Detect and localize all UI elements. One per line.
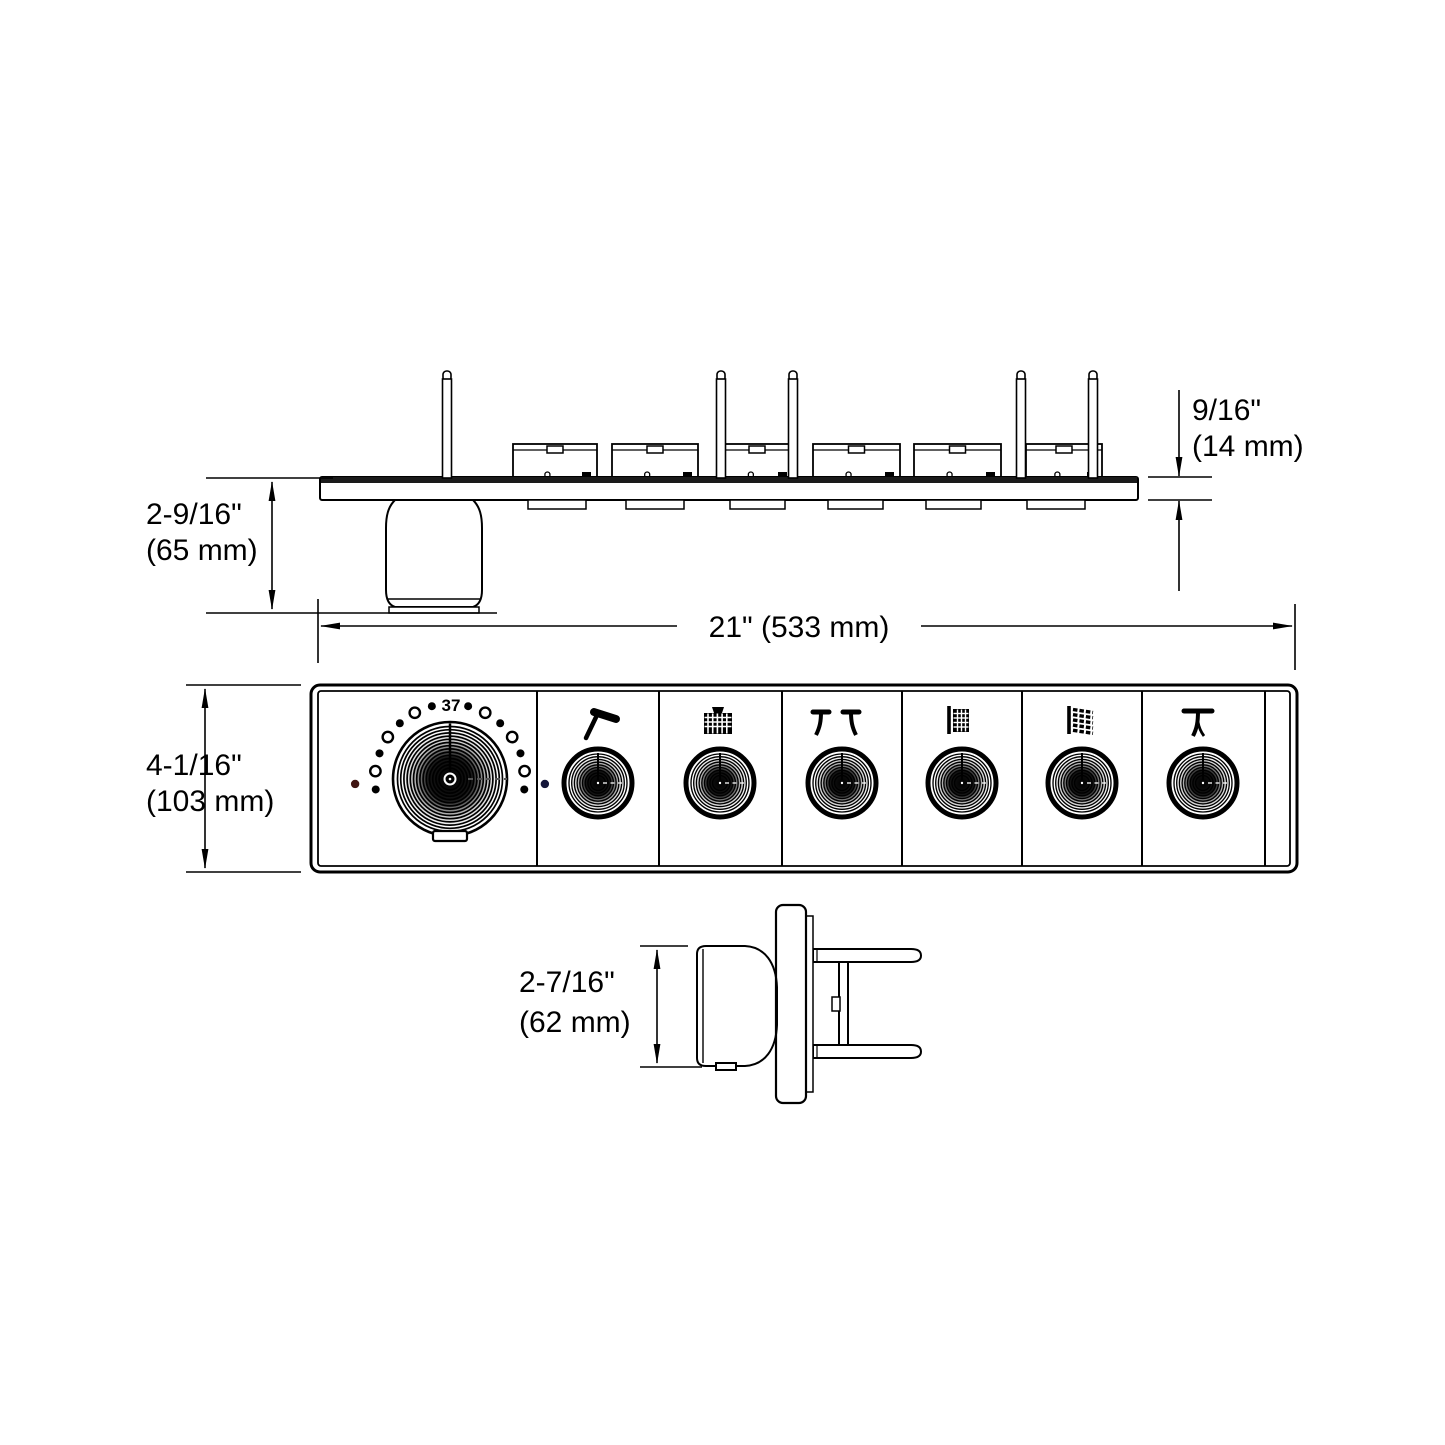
dimension-label: 21" (533 mm) — [709, 611, 890, 644]
single-bodyspray-knob[interactable] — [1166, 746, 1240, 820]
valve-body — [913, 443, 1002, 479]
handshower-knob[interactable] — [561, 746, 635, 820]
rain-showerhead-icon — [704, 707, 732, 734]
scale-dot — [427, 702, 436, 711]
knob-side-view — [696, 903, 923, 1105]
dial-grip-tab — [431, 829, 469, 843]
dimension-label: (103 mm) — [146, 785, 274, 818]
plate-notch — [729, 499, 786, 510]
dial-knob-profile — [385, 499, 483, 614]
scale-dot — [520, 785, 529, 794]
knob-grip-tab — [715, 1062, 737, 1071]
scale-ring — [369, 764, 382, 778]
scale-dot — [371, 785, 380, 794]
control-knob-profile — [696, 945, 778, 1071]
trim-panel — [309, 683, 1299, 874]
plate-notch — [1026, 499, 1086, 510]
valve-body — [611, 443, 699, 479]
plate-front-lip — [321, 477, 1137, 483]
temperature-label: 37 — [442, 696, 461, 715]
dimension-overall-width: 21" (533 mm) — [317, 599, 1296, 670]
cold-limit-dot — [540, 779, 550, 789]
dimension-label: 2-9/16" — [146, 498, 242, 531]
knob-section-rain-showerhead — [683, 707, 757, 820]
plate-underside-notches — [527, 499, 1086, 510]
dial-center-ring — [443, 772, 457, 786]
side-showerhead-knob[interactable] — [925, 746, 999, 820]
scale-dot — [375, 749, 384, 758]
valve-stem — [787, 370, 799, 479]
dual-bodyspray-icon — [810, 709, 862, 736]
temperature-dial[interactable]: 37 — [350, 696, 550, 843]
pin-clip — [831, 996, 841, 1012]
handshower-icon — [583, 708, 620, 741]
dimension-label: (62 mm) — [519, 1006, 631, 1039]
dual-bodyspray-knob[interactable] — [805, 746, 879, 820]
valve-stem — [715, 370, 727, 479]
single-bodyspray-icon — [1181, 708, 1215, 737]
side-showerhead-spray-knob[interactable] — [1045, 746, 1119, 820]
knob-section-dual-bodyspray — [805, 709, 879, 820]
plate-notch — [925, 499, 982, 510]
temperature-scale-dots — [350, 702, 550, 794]
valve-stem — [441, 370, 453, 479]
scale-dot — [464, 702, 473, 711]
dimension-knob-depth: 2-7/16" (62 mm) — [519, 945, 702, 1068]
dimension-label: 4-1/16" — [146, 749, 242, 782]
dimension-valve-depth: 2-9/16" (65 mm) — [146, 477, 497, 614]
side-showerhead-spray-icon — [1067, 706, 1094, 735]
top-view — [319, 370, 1139, 614]
plate-notch — [827, 499, 884, 510]
plate-edge-on — [774, 903, 808, 1105]
dimension-label: 2-7/16" — [519, 966, 615, 999]
scale-ring — [478, 706, 492, 720]
front-view: 37 — [309, 683, 1299, 874]
valve-stem — [1087, 370, 1099, 479]
knob-section-handshower — [561, 708, 635, 820]
dimension-label: (14 mm) — [1192, 430, 1304, 463]
dimension-plate-thickness: 9/16" (14 mm) — [1148, 390, 1304, 591]
scale-dot — [516, 749, 525, 758]
knob-section-single-bodyspray — [1166, 708, 1240, 820]
valve-body — [812, 443, 901, 479]
knob-section-side-showerhead-spray — [1045, 706, 1119, 820]
valve-body — [720, 443, 794, 479]
valve-body — [512, 443, 598, 479]
rain-showerhead-knob[interactable] — [683, 746, 757, 820]
dimension-panel-height: 4-1/16" (103 mm) — [146, 684, 301, 873]
side-showerhead-icon — [947, 706, 969, 734]
valve-pins-side — [812, 948, 923, 1059]
scale-ring — [505, 730, 519, 744]
valve-bodies — [512, 443, 1103, 479]
dimension-label: (65 mm) — [146, 534, 258, 567]
dimension-label: 9/16" — [1192, 394, 1261, 427]
scale-dot — [395, 719, 404, 728]
valve-stems — [441, 370, 1099, 479]
scale-ring — [408, 706, 422, 720]
trim-panel-inner-edge — [317, 690, 1291, 867]
panel-dividers — [536, 691, 1266, 866]
scale-ring — [381, 730, 395, 744]
valve-stem — [1015, 370, 1027, 479]
plate-notch — [527, 499, 587, 510]
plate-notch — [625, 499, 685, 510]
dial-center-dot — [448, 777, 452, 781]
hot-limit-dot — [350, 779, 360, 789]
knob-section-side-showerhead — [925, 706, 999, 820]
scale-dot — [496, 719, 505, 728]
scale-ring — [518, 764, 531, 778]
